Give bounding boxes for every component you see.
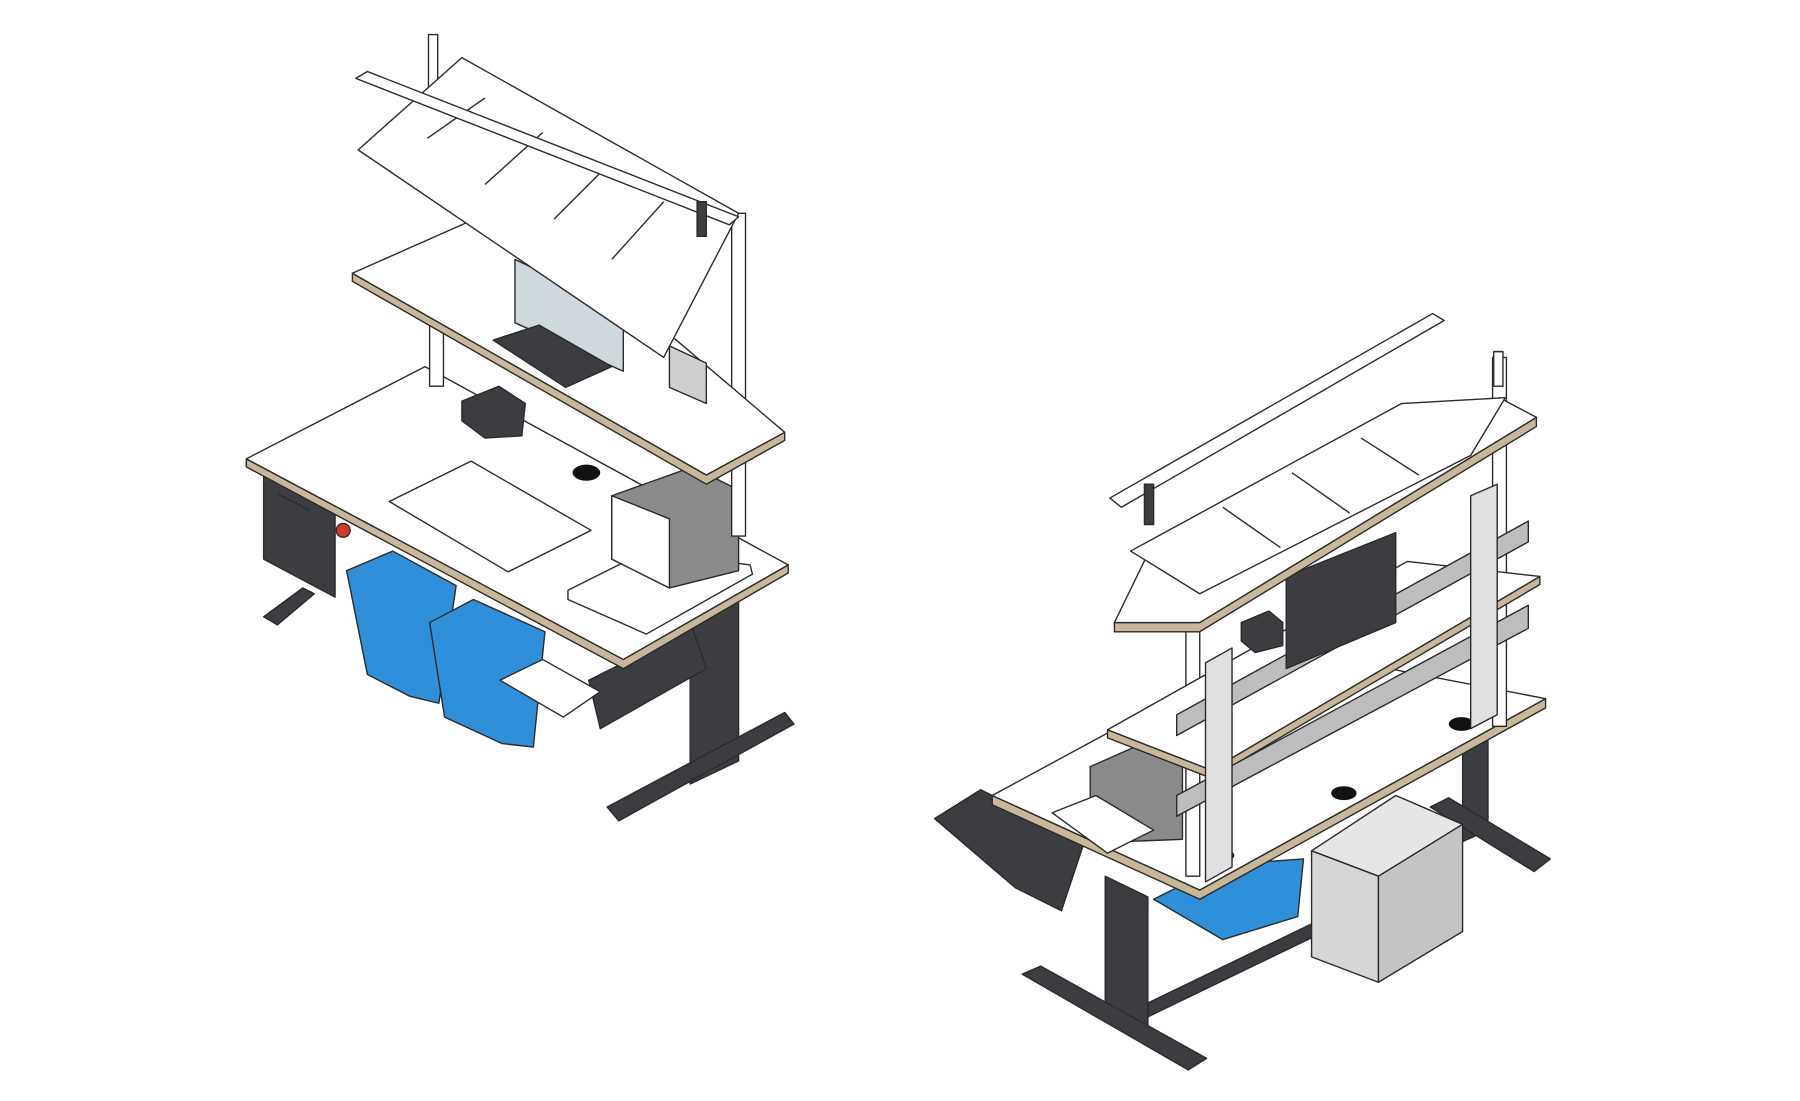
cable-chain-right <box>1469 483 1498 730</box>
right-foot <box>606 711 795 822</box>
keyboard <box>492 324 613 389</box>
computer-tower-side <box>1377 823 1464 983</box>
printer-front <box>611 495 671 589</box>
emergency-stop-button <box>335 522 351 538</box>
rear-grommet-1 <box>1331 786 1357 801</box>
armrest-pad <box>933 789 1086 912</box>
light-rail <box>355 70 740 226</box>
basket-1 <box>345 550 457 704</box>
work-mat <box>388 460 592 573</box>
rear-bin-rack <box>1129 397 1506 595</box>
profile-rail-2 <box>1175 604 1530 817</box>
bin-divider <box>611 201 665 260</box>
scanner <box>461 385 527 439</box>
cable-chain-left <box>1204 647 1233 883</box>
rear-printer-tray <box>1051 794 1155 854</box>
left-foot <box>262 587 316 626</box>
rear-small-box <box>1240 610 1284 654</box>
rear-grommet-2 <box>1448 717 1475 731</box>
small-monitor <box>668 345 708 405</box>
right-column <box>730 212 747 537</box>
workbench-front-view <box>245 33 795 822</box>
rear-tool-balancer <box>1143 483 1155 526</box>
rear-monitor <box>1285 531 1397 670</box>
rear-top-post <box>1493 350 1504 387</box>
rear-bin-divider <box>1222 506 1281 549</box>
bin-divider <box>553 166 607 220</box>
rear-right-foot <box>1429 797 1551 873</box>
drawer-handle <box>277 492 311 512</box>
rear-bin-divider <box>1360 437 1420 476</box>
cable-grommet <box>572 464 601 481</box>
rear-light-rail <box>1109 312 1445 508</box>
basket-2 <box>428 598 546 748</box>
pullout-shelf <box>499 658 601 718</box>
bin-rack <box>357 56 740 359</box>
workbench-rear-view <box>933 312 1551 1071</box>
rear-bin-divider <box>1291 472 1351 514</box>
rear-left-foot <box>1021 965 1208 1071</box>
tool-balancer <box>696 201 708 238</box>
